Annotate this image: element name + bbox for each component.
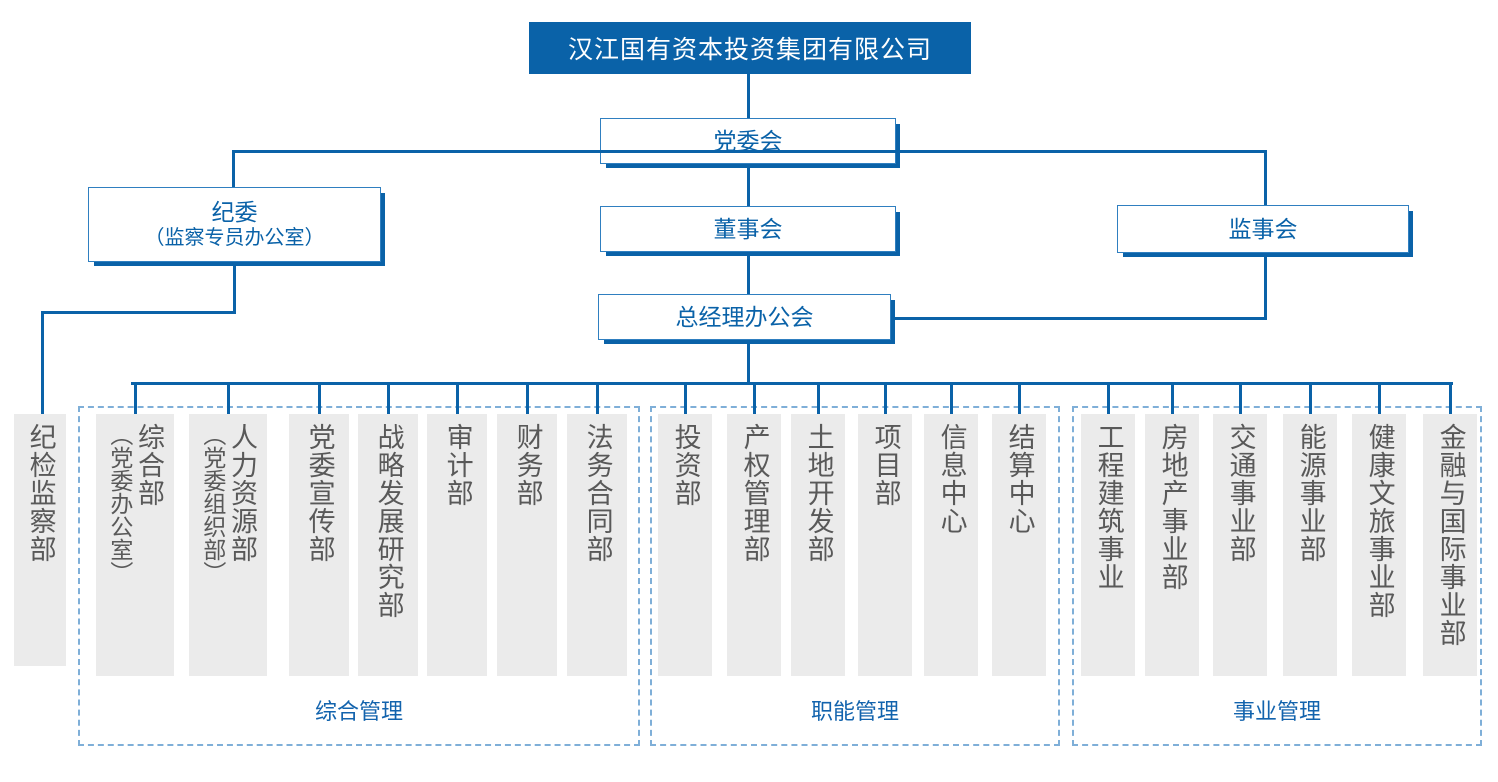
connector-drop-comprehensive-management-5	[526, 382, 529, 414]
dept-chip-functional-management-4[interactable]: 信息中心	[924, 414, 978, 676]
group-label-business-management: 事业管理	[1232, 699, 1321, 724]
dept-label-main: 房地产事业部	[1157, 423, 1188, 591]
dept-label-main: 产权管理部	[739, 423, 770, 563]
connector-drop-comprehensive-management-1	[227, 382, 230, 414]
dept-label-main: 金融与国际事业部	[1435, 423, 1466, 647]
root-company-box[interactable]: 汉江国有资本投资集团有限公司	[529, 22, 971, 74]
dept-chip-business-management-1[interactable]: 房地产事业部	[1145, 414, 1199, 676]
dept-label-main: 纪检监察部	[25, 423, 56, 563]
dept-chip-business-management-0[interactable]: 工程建筑事业	[1081, 414, 1135, 676]
dept-label-main: 审计部	[442, 423, 473, 507]
dept-chip-business-management-5[interactable]: 金融与国际事业部	[1423, 414, 1477, 676]
dept-chip-functional-management-1[interactable]: 产权管理部	[727, 414, 781, 676]
dept-chip-functional-management-3[interactable]: 项目部	[858, 414, 912, 676]
dept-label-main: 战略发展研究部	[373, 423, 404, 619]
dept-chip-discipline-inspection[interactable]: 纪检监察部	[14, 414, 66, 666]
connector-drop-functional-management-2	[817, 382, 820, 414]
dept-label-main: 信息中心	[936, 423, 967, 535]
connector-drop-functional-management-4	[950, 382, 953, 414]
dept-chip-comprehensive-management-6[interactable]: 法务合同部	[567, 414, 627, 676]
dept-chip-business-management-2[interactable]: 交通事业部	[1213, 414, 1267, 676]
connector-drop-business-management-2	[1239, 382, 1242, 414]
connector-drop-comprehensive-management-4	[456, 382, 459, 414]
dept-chip-business-management-4[interactable]: 健康文旅事业部	[1352, 414, 1406, 676]
dept-label-main: 土地开发部	[803, 423, 834, 563]
dept-label-main: 法务合同部	[582, 423, 613, 563]
dept-label-main: 财务部	[512, 423, 543, 507]
dept-label-main: 人力资源部	[226, 423, 257, 563]
node-gm-office-meeting[interactable]: 总经理办公会	[598, 294, 891, 340]
connector-drop-business-management-5	[1449, 382, 1452, 414]
dept-chip-functional-management-0[interactable]: 投资部	[658, 414, 712, 676]
connector-supervisors-to-gm	[893, 317, 1267, 320]
connector-discipline-to-dept	[41, 311, 44, 414]
dept-label-main: 项目部	[870, 423, 901, 507]
dept-chip-comprehensive-management-5[interactable]: 财务部	[497, 414, 557, 676]
gm-office-meeting-label: 总经理办公会	[675, 303, 814, 330]
connector-party-bus	[232, 150, 1267, 153]
connector-discipline-down	[233, 262, 236, 314]
dept-chip-comprehensive-management-0[interactable]: 综合部（党委办公室）	[96, 414, 174, 676]
connector-board-to-gm	[747, 252, 750, 296]
connector-drop-comprehensive-management-3	[387, 382, 390, 414]
dept-label-main: 党委宣传部	[304, 423, 335, 563]
dept-chip-functional-management-2[interactable]: 土地开发部	[791, 414, 845, 676]
root-company-label: 汉江国有资本投资集团有限公司	[567, 36, 932, 64]
dept-label-main: 交通事业部	[1225, 423, 1256, 563]
connector-discipline-elbow	[41, 311, 236, 314]
group-frame-functional-management	[650, 406, 1060, 746]
dept-chip-business-management-3[interactable]: 能源事业部	[1283, 414, 1337, 676]
group-frame-business-management	[1072, 406, 1482, 746]
connector-drop-comprehensive-management-0	[134, 382, 137, 414]
connector-department-bus	[131, 382, 1453, 385]
connector-drop-functional-management-5	[1018, 382, 1021, 414]
party-committee-label: 党委会	[713, 127, 783, 154]
dept-chip-functional-management-5[interactable]: 结算中心	[992, 414, 1046, 676]
connector-drop-functional-management-1	[753, 382, 756, 414]
node-board-of-directors[interactable]: 董事会	[600, 206, 896, 252]
dept-chip-comprehensive-management-2[interactable]: 党委宣传部	[289, 414, 349, 676]
connector-drop-business-management-0	[1107, 382, 1110, 414]
dept-chip-comprehensive-management-1[interactable]: 人力资源部（党委组织部）	[189, 414, 267, 676]
dept-chip-comprehensive-management-3[interactable]: 战略发展研究部	[358, 414, 418, 676]
connector-root-to-party	[747, 74, 750, 118]
node-board-of-supervisors[interactable]: 监事会	[1117, 205, 1409, 253]
connector-drop-business-management-3	[1309, 382, 1312, 414]
connector-drop-functional-management-3	[884, 382, 887, 414]
connector-drop-business-management-4	[1378, 382, 1381, 414]
node-discipline-committee[interactable]: 纪委 （监察专员办公室）	[88, 187, 381, 262]
dept-label-main: 综合部	[133, 423, 164, 507]
dept-chip-comprehensive-management-4[interactable]: 审计部	[427, 414, 487, 676]
connector-drop-comprehensive-management-2	[318, 382, 321, 414]
dept-label-main: 能源事业部	[1295, 423, 1326, 563]
connector-drop-functional-management-0	[684, 382, 687, 414]
connector-party-to-board	[747, 164, 750, 206]
board-of-supervisors-label: 监事会	[1228, 215, 1298, 242]
board-of-directors-label: 董事会	[713, 215, 783, 242]
discipline-committee-line2: （监察专员办公室）	[144, 227, 325, 250]
connector-drop-business-management-1	[1171, 382, 1174, 414]
dept-label-main: 健康文旅事业部	[1364, 423, 1395, 619]
dept-label-main: 工程建筑事业	[1093, 423, 1124, 591]
dept-label-main: 结算中心	[1004, 423, 1035, 535]
discipline-committee-line1: 纪委	[211, 198, 258, 225]
group-label-comprehensive-management: 综合管理	[314, 699, 403, 724]
group-label-functional-management: 职能管理	[810, 699, 899, 724]
dept-label-main: 投资部	[670, 423, 701, 507]
connector-gm-to-bus	[747, 340, 750, 384]
group-frame-comprehensive-management	[78, 406, 640, 746]
node-party-committee[interactable]: 党委会	[600, 118, 896, 164]
dept-label-sub: （党委组织部）	[199, 423, 226, 584]
connector-party-to-discipline	[232, 150, 235, 187]
dept-label-sub: （党委办公室）	[106, 423, 133, 584]
connector-party-to-supervisors	[1264, 150, 1267, 205]
connector-drop-comprehensive-management-6	[596, 382, 599, 414]
connector-supervisors-down	[1264, 253, 1267, 318]
